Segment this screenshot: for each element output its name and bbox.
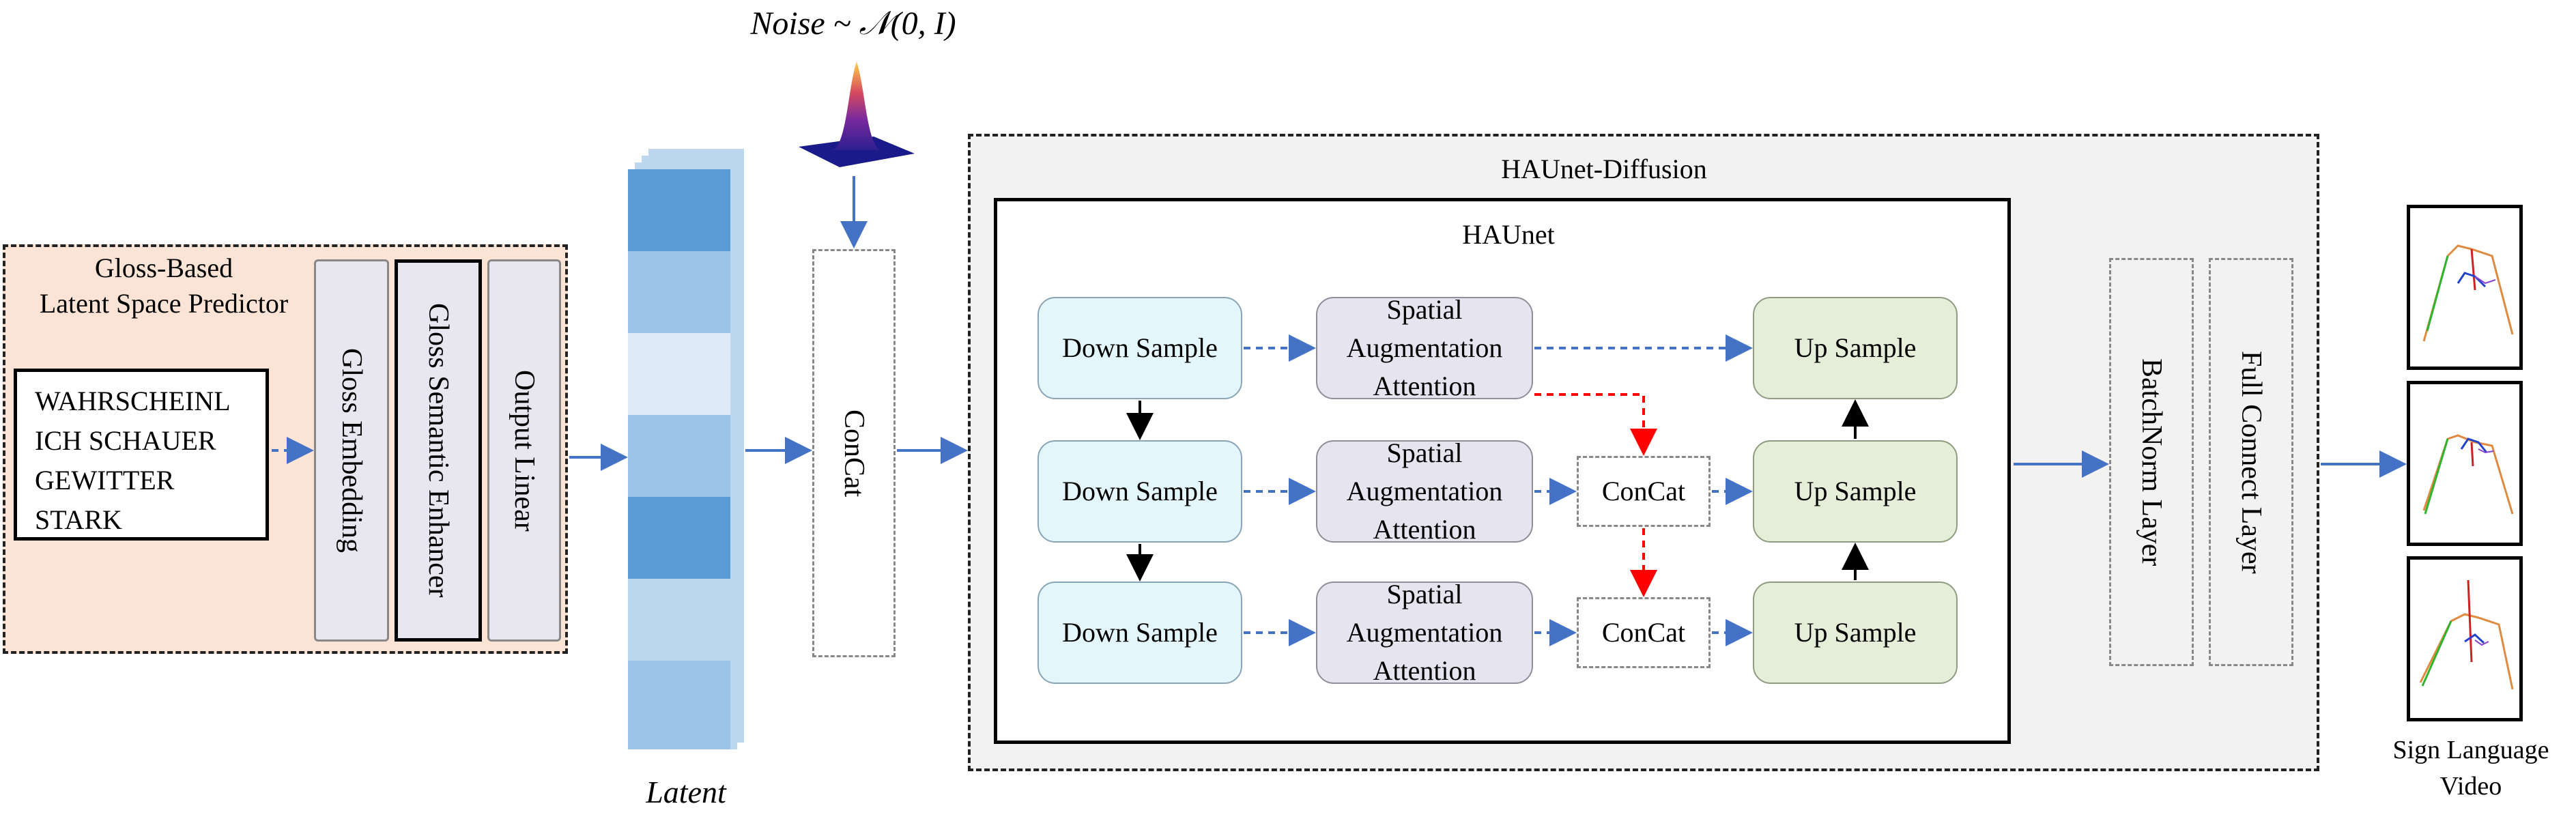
attention-label-line2: Augmentation [1346, 476, 1503, 506]
output-linear-box: Output Linear [487, 259, 561, 642]
gloss-input-line: STARK [35, 504, 122, 535]
gloss-input-line: GEWITTER [35, 465, 175, 495]
full-connect-layer-box: Full Connect Layer [2209, 258, 2293, 666]
haunet-title: HAUnet [1462, 219, 1555, 250]
up-sample-3: Up Sample [1753, 581, 1958, 684]
output-linear-label: Output Linear [509, 369, 540, 532]
down-sample-label: Down Sample [1062, 617, 1218, 648]
gloss-input-line: ICH SCHAUER [35, 425, 216, 456]
output-label-line2: Video [2439, 772, 2502, 801]
full-connect-label: Full Connect Layer [2235, 350, 2267, 574]
up-sample-1: Up Sample [1753, 297, 1958, 399]
predictor-title-line1: Gloss-Based [94, 253, 233, 283]
gloss-input-line: WAHRSCHEINL [35, 386, 231, 416]
semantic-enhancer-label: Gloss Semantic Enhancer [423, 303, 454, 598]
inner-concat-label: ConCat [1601, 617, 1686, 648]
haunet-diffusion-title: HAUnet-Diffusion [1501, 154, 1707, 184]
up-sample-2: Up Sample [1753, 440, 1958, 543]
inner-concat-2: ConCat [1577, 597, 1711, 668]
batchnorm-layer-box: BatchNorm Layer [2109, 258, 2194, 666]
concat-main-label: ConCat [838, 409, 870, 498]
spatial-attention-3: Spatial Augmentation Attention [1316, 579, 1533, 686]
spatial-attention-1: Spatial Augmentation Attention [1316, 294, 1533, 401]
attention-label-line1: Spatial [1386, 579, 1463, 609]
up-sample-label: Up Sample [1794, 476, 1917, 506]
inner-concat-1: ConCat [1577, 456, 1711, 527]
attention-label-line2: Augmentation [1346, 332, 1503, 363]
video-frame-2 [2407, 381, 2523, 546]
down-sample-label: Down Sample [1062, 332, 1218, 363]
noise-distribution-icon [799, 61, 915, 167]
latent-label: Latent [646, 774, 726, 809]
attention-label-line1: Spatial [1386, 294, 1463, 325]
attention-label-line3: Attention [1373, 371, 1476, 401]
gloss-embedding-label: Gloss Embedding [336, 348, 367, 553]
gloss-input-box: WAHRSCHEINL ICH SCHAUER GEWITTER STARK [14, 369, 269, 541]
predictor-title-line2: Latent Space Predictor [39, 288, 289, 319]
inner-concat-label: ConCat [1601, 476, 1686, 506]
up-sample-label: Up Sample [1794, 617, 1917, 648]
down-sample-3: Down Sample [1037, 581, 1242, 684]
attention-label-line3: Attention [1373, 655, 1476, 686]
output-label-line1: Sign Language [2392, 736, 2549, 765]
batchnorm-label: BatchNorm Layer [2136, 358, 2167, 566]
gloss-embedding-box: Gloss Embedding [314, 259, 389, 642]
latent-stack [628, 149, 744, 749]
attention-label-line3: Attention [1373, 514, 1476, 545]
spatial-attention-2: Spatial Augmentation Attention [1316, 437, 1533, 545]
skeleton-icon [2422, 244, 2514, 342]
down-sample-2: Down Sample [1037, 440, 1242, 543]
attention-label-line2: Augmentation [1346, 617, 1503, 648]
noise-label: Noise ~ 𝒩(0, I) [750, 5, 956, 42]
concat-main-box: ConCat [812, 249, 896, 657]
skeleton-icon [2419, 579, 2514, 690]
up-sample-label: Up Sample [1794, 332, 1917, 363]
video-frame-1 [2407, 205, 2523, 370]
video-frame-3 [2407, 556, 2523, 721]
attention-label-line1: Spatial [1386, 437, 1463, 468]
down-sample-label: Down Sample [1062, 476, 1218, 506]
down-sample-1: Down Sample [1037, 297, 1242, 399]
semantic-enhancer-box: Gloss Semantic Enhancer [395, 259, 482, 642]
skeleton-icon [2422, 434, 2514, 515]
